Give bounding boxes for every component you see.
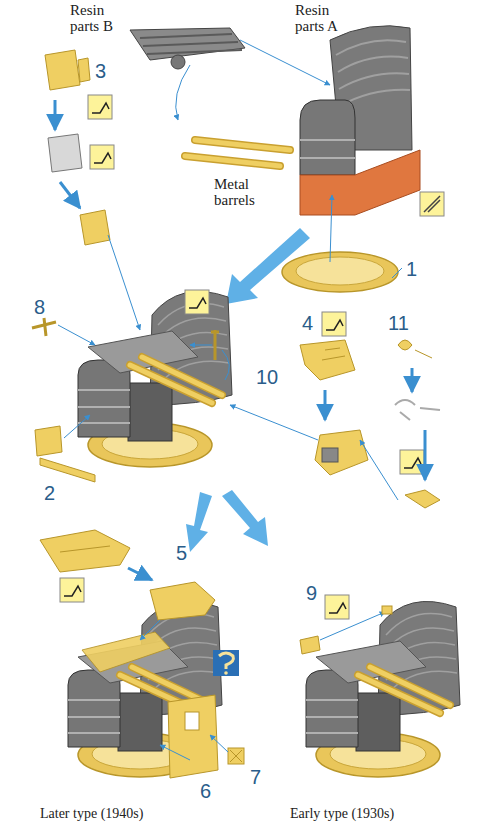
caption: Early type (1930s) [290,806,394,822]
callout-number: 11 [388,312,409,334]
part-label: Resin parts A [295,2,361,34]
callout-number: 9 [306,582,317,604]
callout-number: 8 [34,296,45,318]
callout-number: 7 [250,766,261,788]
callout-number: 5 [176,542,187,564]
callout-number: 2 [44,482,55,504]
callout-number: 1 [406,258,417,280]
caption: Later type (1940s) [40,806,143,822]
callout-number: 4 [302,312,313,334]
callout-number: 3 [95,60,106,82]
part-label: Metal barrels [214,176,284,208]
callout-number: 10 [256,366,278,388]
callout-number: 6 [200,780,211,802]
part-label: Resin parts B [70,2,132,34]
